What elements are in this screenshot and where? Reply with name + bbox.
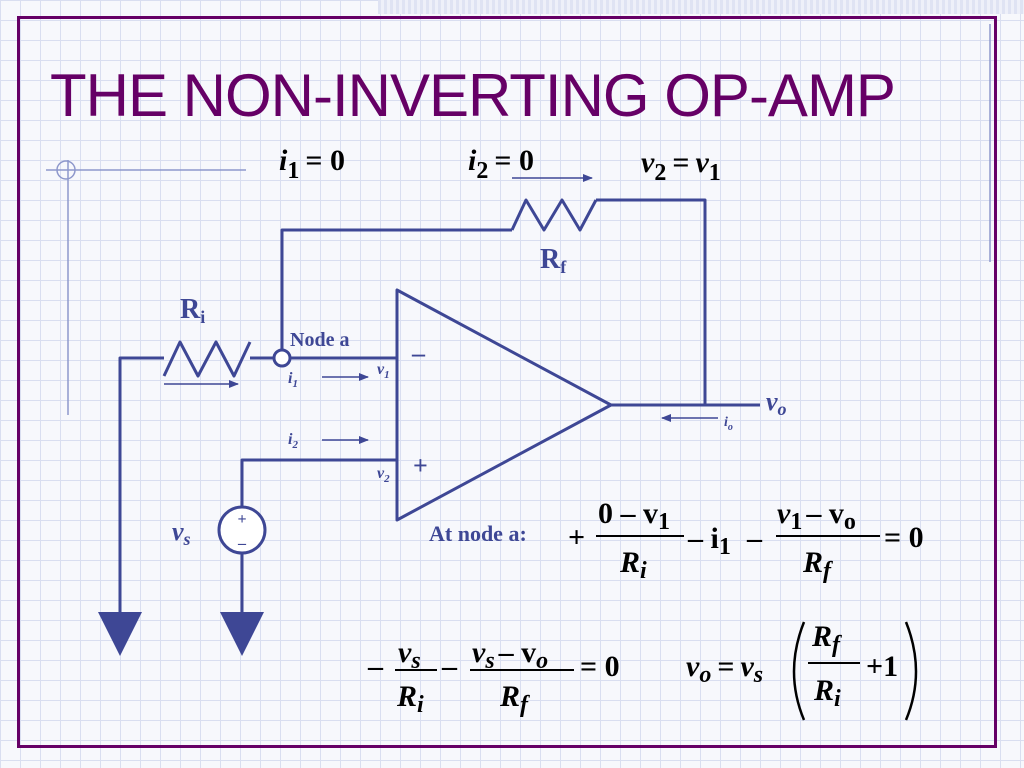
eq2-frac1-denominator: Ri — [396, 680, 424, 718]
svg-text:+1: +1 — [866, 650, 898, 683]
i2-label: i2 — [288, 431, 298, 451]
svg-text:–: – — [746, 522, 763, 555]
v1-label: v1 — [377, 361, 390, 381]
svg-text:+: + — [568, 521, 585, 554]
inverting-input-sign: – — [411, 339, 426, 368]
non-inverting-input-sign: + — [413, 451, 428, 480]
condition-i2: i2= 0 — [468, 144, 534, 184]
op-amp-triangle — [395, 288, 613, 522]
v2-label: v2 — [377, 465, 390, 485]
vs-label: vs — [172, 517, 191, 549]
current-arrows — [164, 174, 718, 444]
svg-text:= 0: = 0 — [884, 521, 924, 554]
eq2-frac1-numerator: vs — [398, 636, 421, 674]
eq1-frac2-denominator: Rf — [802, 546, 833, 584]
svg-text:–: – — [367, 650, 384, 683]
condition-i1: i1= 0 — [279, 144, 345, 184]
slide-title: THE NON-INVERTING OP-AMP — [50, 62, 896, 129]
rf-resistor — [510, 198, 598, 232]
circuit-wires — [118, 198, 760, 612]
eq1-frac1-denominator: Ri — [619, 546, 647, 584]
eq1-frac2-numerator: v1– vo — [777, 497, 856, 535]
svg-text:– i1: – i1 — [687, 522, 731, 560]
svg-text:vo=vs: vo=vs — [686, 650, 763, 688]
vs-input-wire — [240, 458, 397, 507]
source-minus-sign: – — [237, 535, 247, 552]
ri-resistor — [162, 340, 252, 378]
decor-lines — [46, 24, 991, 415]
svg-text:–: – — [441, 650, 458, 683]
i1-label: i1 — [288, 370, 298, 390]
ground-right-icon — [220, 612, 264, 656]
feedback-wire — [280, 228, 512, 350]
eq3-frac-numerator: Rf — [811, 620, 842, 658]
eq2-frac2-numerator: vs– vo — [472, 636, 548, 674]
voltage-source — [217, 505, 267, 555]
source-plus-sign: + — [237, 511, 246, 528]
io-label: io — [724, 415, 733, 433]
equation-substituted: – vs Ri – vs– vo Rf = 0 — [367, 636, 620, 718]
feedback-wire-right — [596, 198, 707, 405]
node-a-label: Node a — [290, 329, 349, 351]
condition-v2-v1: v2=v1 — [641, 146, 721, 186]
svg-text:= 0: = 0 — [580, 650, 620, 683]
rf-label: Rf — [540, 244, 567, 277]
ri-label: Ri — [180, 294, 205, 327]
slide-frame — [17, 16, 997, 748]
at-node-a-label: At node a: — [429, 521, 527, 546]
vo-label: vo — [766, 387, 787, 419]
equation-result: vo=vs Rf Ri +1 — [686, 620, 918, 721]
eq2-frac2-denominator: Rf — [499, 680, 530, 718]
top-decor-strip — [378, 0, 1024, 14]
ri-left-wire — [118, 356, 164, 612]
node-a-junction — [272, 348, 292, 368]
eq1-frac1-numerator: 0 – v1 — [598, 497, 670, 535]
equation-node-a: At node a: + 0 – v1 Ri – i1 – v1– vo Rf … — [429, 497, 924, 584]
ground-left-icon — [98, 612, 142, 656]
eq3-frac-denominator: Ri — [813, 674, 841, 712]
